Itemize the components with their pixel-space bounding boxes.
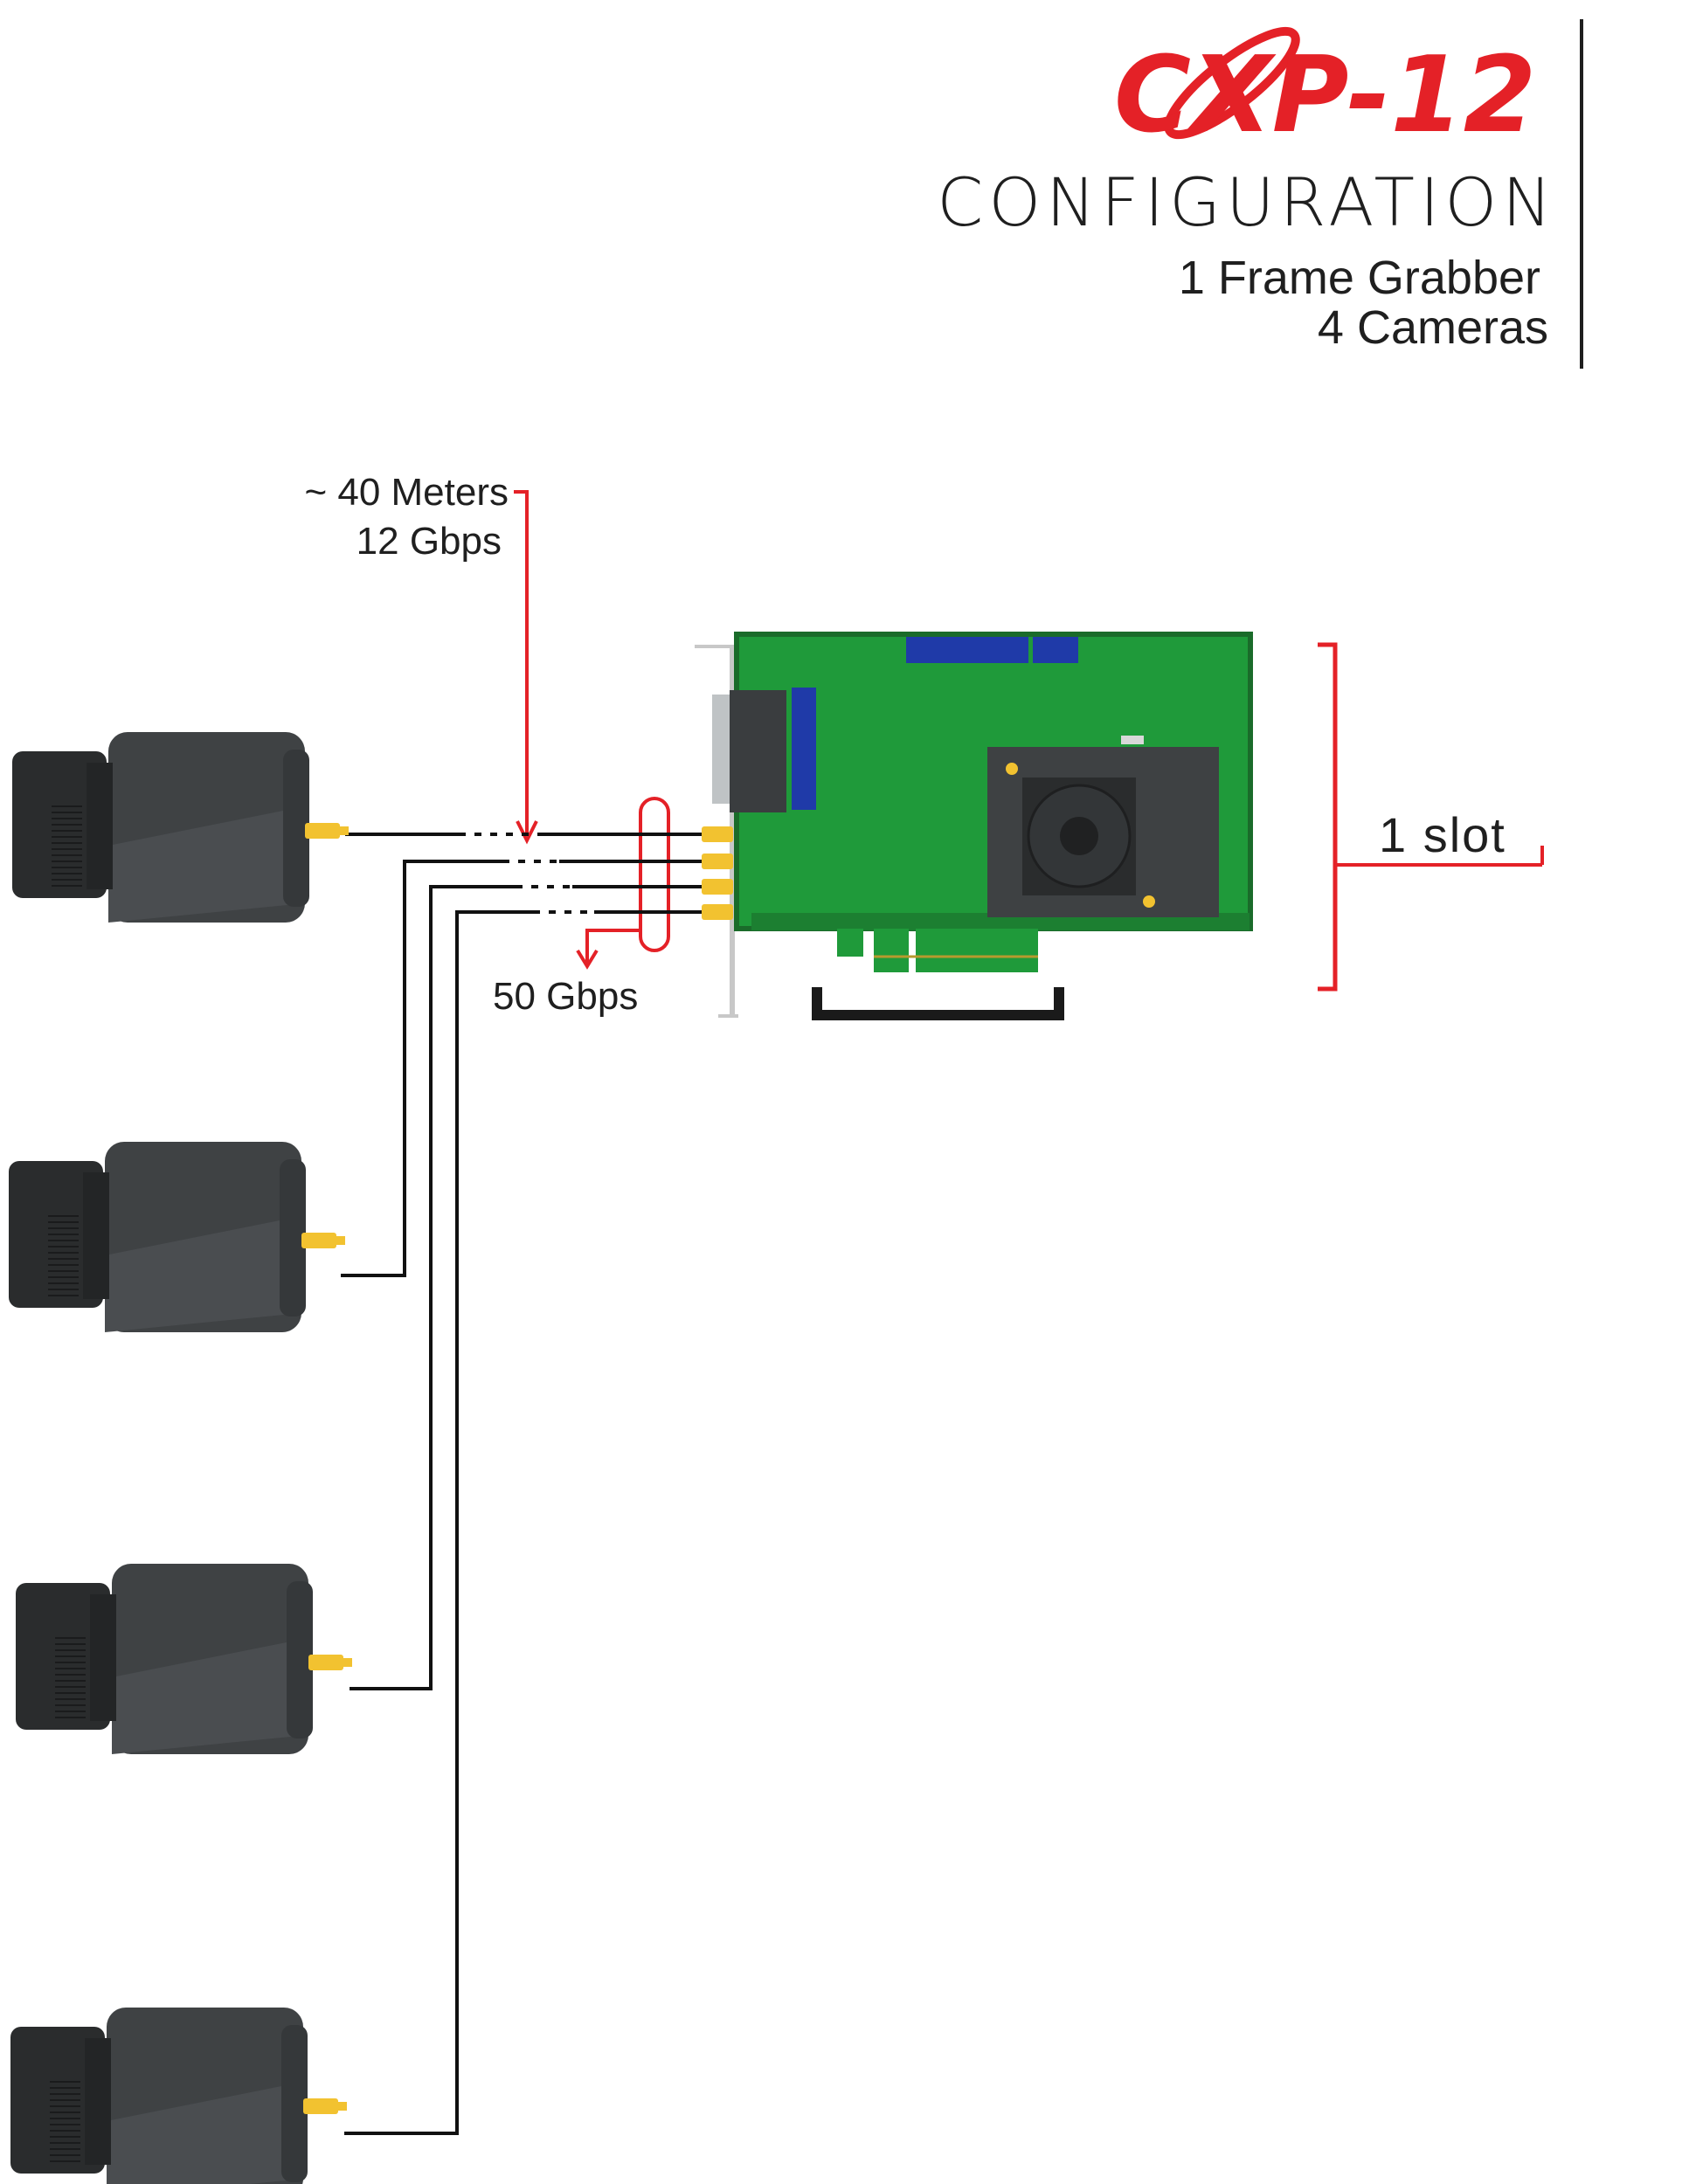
card-connectors (702, 826, 733, 920)
arrow-down-icon (516, 820, 538, 845)
cxp-logo: CXP-12 (1114, 26, 1536, 156)
camera-connector (308, 1655, 343, 1670)
cable-length-label: ~ 40 Meters (304, 471, 509, 514)
cables (341, 833, 703, 2135)
top-header-connector-small (1033, 637, 1078, 663)
top-header-connector (906, 637, 1028, 663)
bundle-oval (639, 797, 670, 952)
camera-connector (301, 1233, 336, 1248)
link-speed-label: 12 Gbps (357, 520, 502, 563)
subtitle-cameras: 4 Cameras (1318, 301, 1548, 354)
logo-text: CXP-12 (1114, 35, 1536, 156)
card-connector-3 (702, 879, 733, 895)
cable-camera-3 (350, 885, 516, 1690)
aggregate-speed-annotation: 50 Gbps (493, 797, 670, 1018)
camera-2 (9, 1142, 345, 1332)
pcie-edge-connector (916, 929, 1038, 972)
card-connector-4 (702, 904, 733, 920)
camera-1 (12, 732, 349, 923)
card-connector-2 (702, 854, 733, 869)
camera-4 (10, 2008, 347, 2184)
slot-label: 1 slot (1379, 807, 1506, 862)
pcie-slot (812, 987, 1064, 1020)
frame-grabber-card (695, 632, 1253, 1020)
slot-annotation: 1 slot (1318, 642, 1544, 992)
aggregate-speed-label: 50 Gbps (493, 975, 638, 1018)
cable-length-annotation: ~ 40 Meters 12 Gbps (304, 471, 538, 845)
card-connector-1 (702, 826, 733, 842)
slot-bracket (1318, 642, 1338, 992)
cable-camera-2 (341, 860, 502, 1277)
camera-connector (305, 823, 340, 839)
page-title: CONFIGURATION (937, 163, 1557, 241)
aux-port (730, 690, 786, 812)
camera-3 (16, 1564, 352, 1754)
side-header-connector (792, 688, 816, 810)
cable-camera-4 (344, 910, 533, 2135)
camera-connector (303, 2098, 338, 2114)
arrow-down-icon (576, 949, 599, 970)
subtitle-frame-grabber: 1 Frame Grabber (1179, 252, 1540, 304)
